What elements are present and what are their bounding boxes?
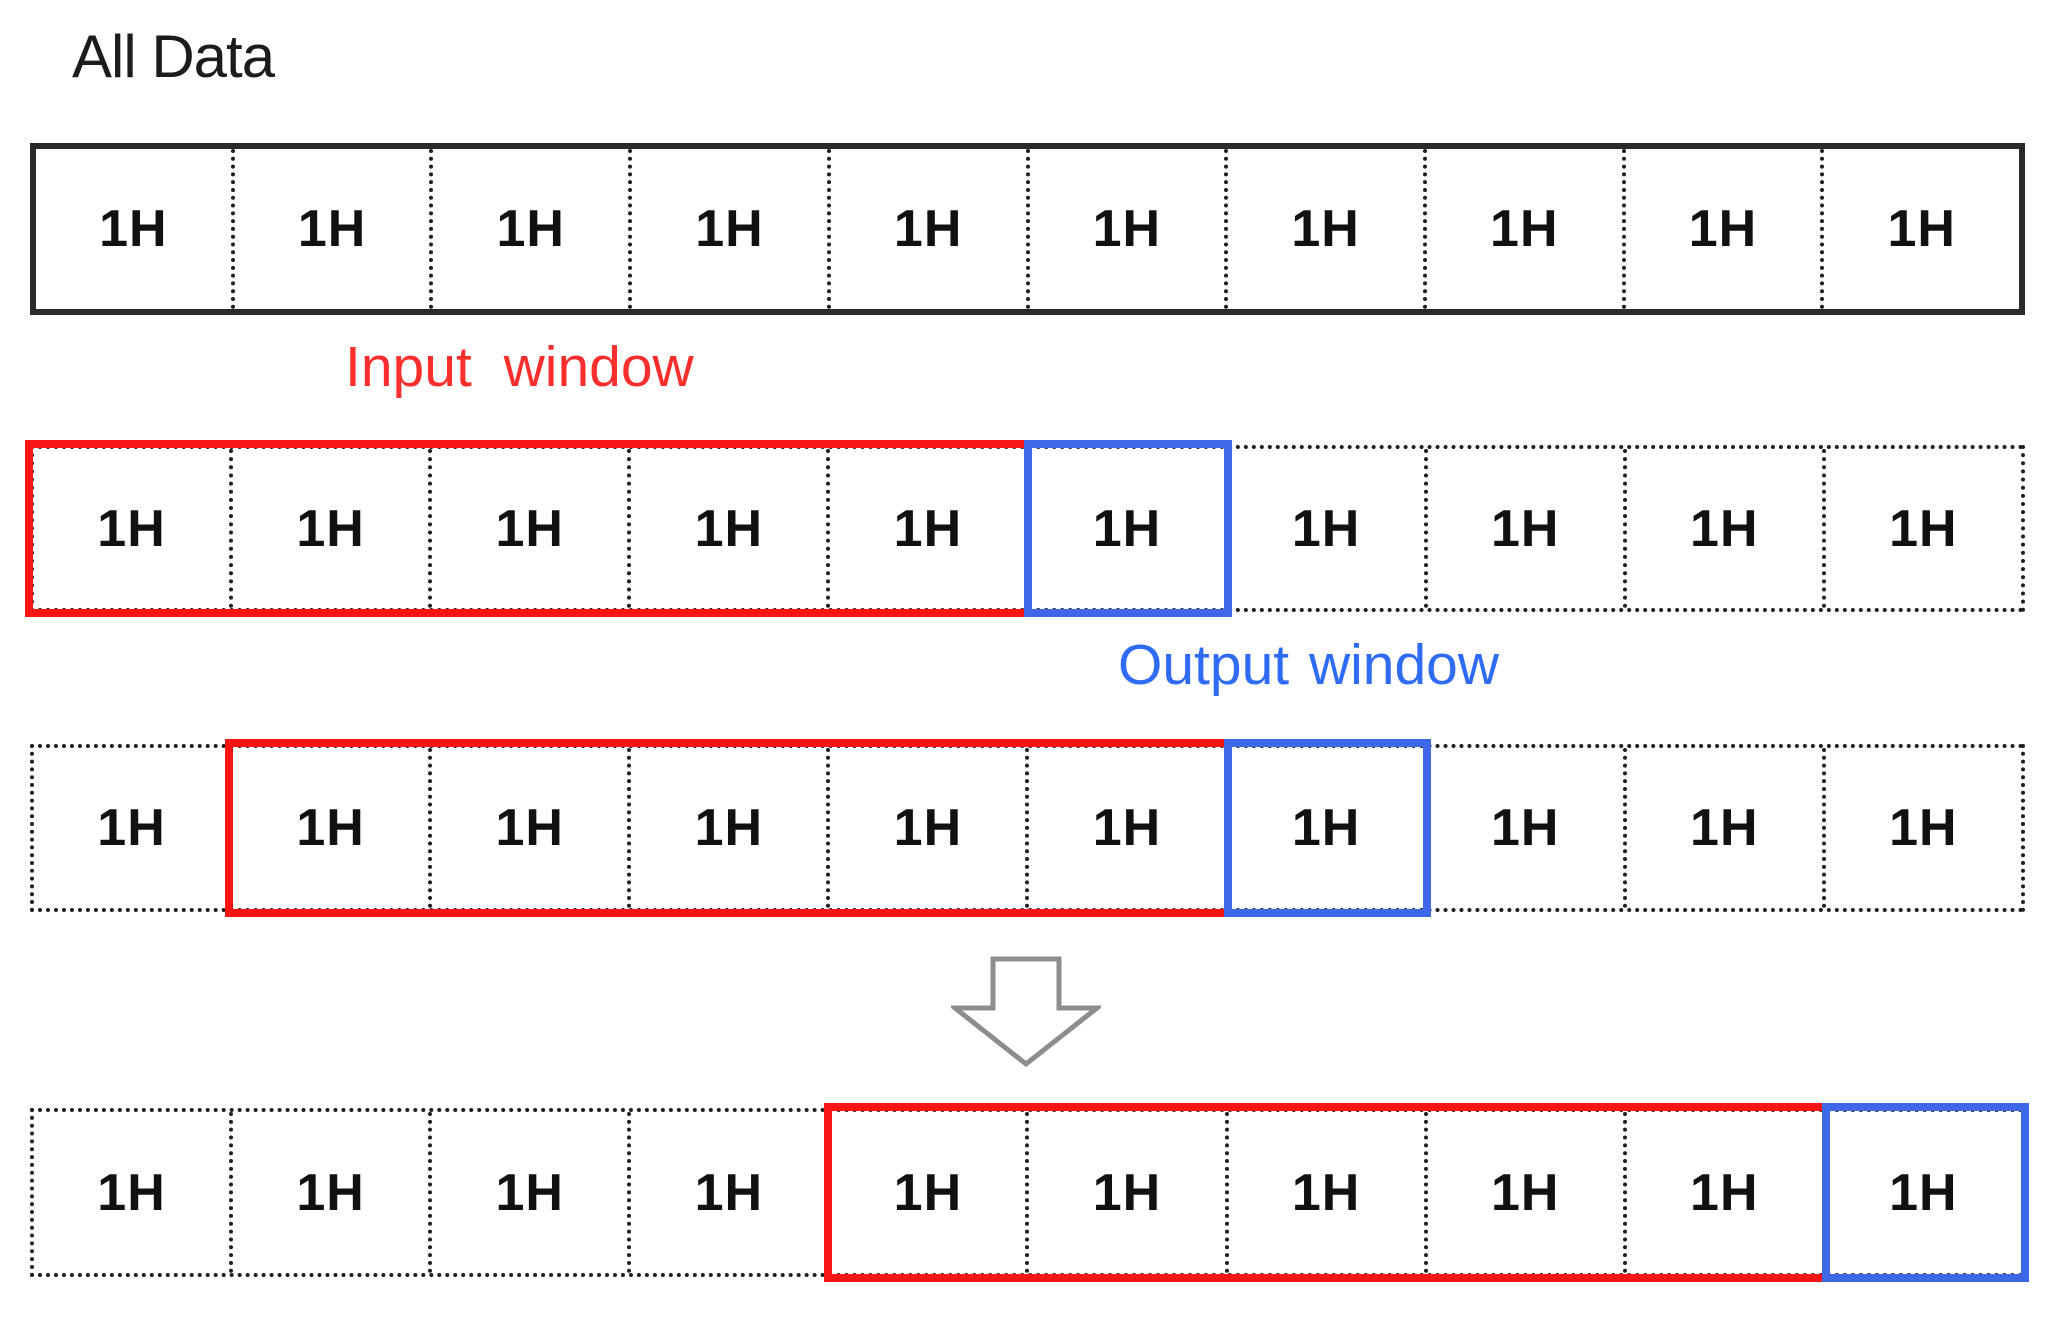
data-cell: 1H (429, 149, 628, 309)
data-cell: 1H (826, 748, 1025, 908)
window-step-1-row: 1H 1H 1H 1H 1H 1H 1H 1H 1H 1H (30, 445, 2025, 612)
data-cell: 1H (1025, 149, 1225, 309)
window-step-3-row: 1H 1H 1H 1H 1H 1H 1H 1H 1H 1H (30, 1108, 2025, 1277)
data-cell: 1H (229, 1112, 428, 1273)
down-arrow-icon (951, 956, 1101, 1068)
data-cell: 1H (99, 200, 168, 258)
data-cell: 1H (1622, 748, 1822, 908)
data-cell: 1H (627, 449, 826, 608)
data-cell: 1H (1621, 149, 1821, 309)
data-cell: 1H (1821, 1112, 2021, 1273)
data-cell: 1H (1622, 1112, 1822, 1273)
data-cell: 1H (428, 1112, 627, 1273)
data-cell: 1H (1224, 149, 1423, 309)
data-cell: 1H (1422, 149, 1622, 309)
data-cell: 1H (428, 748, 627, 908)
data-cell: 1H (97, 499, 166, 558)
data-cell: 1H (97, 1163, 166, 1222)
data-cell: 1H (1821, 449, 2021, 608)
data-cell: 1H (1224, 748, 1424, 908)
data-cell: 1H (428, 449, 627, 608)
data-cell: 1H (826, 149, 1026, 309)
input-window-label: Input window (345, 335, 694, 399)
data-cell: 1H (1025, 1112, 1224, 1273)
data-cell: 1H (1025, 748, 1224, 908)
data-cell: 1H (229, 449, 428, 608)
all-data-row: 1H 1H 1H 1H 1H 1H 1H 1H 1H 1H (30, 143, 2025, 315)
data-cell: 1H (97, 799, 166, 857)
data-cell: 1H (628, 149, 827, 309)
data-cell: 1H (1622, 449, 1822, 608)
data-cell: 1H (627, 1112, 826, 1273)
data-cell: 1H (1423, 449, 1623, 608)
data-cell: 1H (627, 748, 826, 908)
data-cell: 1H (826, 1112, 1025, 1273)
all-data-label: All Data (72, 23, 275, 90)
data-cell: 1H (1224, 449, 1424, 608)
data-cell: 1H (1423, 1112, 1623, 1273)
data-cell: 1H (1025, 449, 1224, 608)
data-cell: 1H (229, 748, 428, 908)
data-cell: 1H (826, 449, 1025, 608)
window-step-2-row: 1H 1H 1H 1H 1H 1H 1H 1H 1H 1H (30, 744, 2025, 912)
data-cell: 1H (1224, 1112, 1424, 1273)
data-cell: 1H (1820, 149, 2019, 309)
data-cell: 1H (230, 149, 430, 309)
output-window-label: Output window (1118, 633, 1500, 697)
data-cell: 1H (1821, 748, 2021, 908)
data-cell: 1H (1423, 748, 1623, 908)
